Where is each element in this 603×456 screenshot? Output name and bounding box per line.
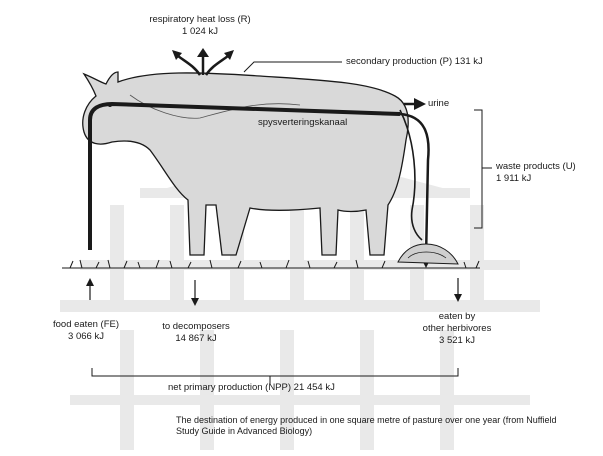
cow-illustration (83, 72, 422, 255)
herbivores-title-2: other herbivores (402, 323, 512, 335)
gut-label: spysverteringskanaal (258, 117, 347, 129)
npp-bracket (92, 368, 458, 376)
respiratory-label: respiratory heat loss (R) 1 024 kJ (140, 14, 260, 38)
decomposers-label: to decomposers 14 867 kJ (146, 321, 246, 345)
other-herbivores-label: eaten by other herbivores 3 521 kJ (402, 311, 512, 347)
food-title: food eaten (FE) (36, 319, 136, 331)
secondary-production-label: secondary production (P) 131 kJ (346, 56, 483, 68)
dung-pile (398, 244, 458, 264)
respiratory-value: 1 024 kJ (140, 26, 260, 38)
food-eaten-label: food eaten (FE) 3 066 kJ (36, 319, 136, 343)
waste-products-label: waste products (U) 1 911 kJ (496, 161, 576, 185)
urine-label: urine (428, 98, 449, 110)
waste-value: 1 911 kJ (496, 173, 576, 185)
decomposers-value: 14 867 kJ (146, 333, 246, 345)
food-value: 3 066 kJ (36, 331, 136, 343)
herbivores-value: 3 521 kJ (402, 335, 512, 347)
figure-caption: The destination of energy produced in on… (176, 415, 576, 437)
secondary-pointer (244, 62, 342, 72)
decomposers-title: to decomposers (146, 321, 246, 333)
respiratory-title: respiratory heat loss (R) (140, 14, 260, 26)
urine-arrowhead (414, 98, 426, 110)
herbivores-title-1: eaten by (402, 311, 512, 323)
waste-title: waste products (U) (496, 161, 576, 173)
respiratory-arrows (172, 48, 234, 75)
npp-label: net primary production (NPP) 21 454 kJ (168, 382, 335, 394)
